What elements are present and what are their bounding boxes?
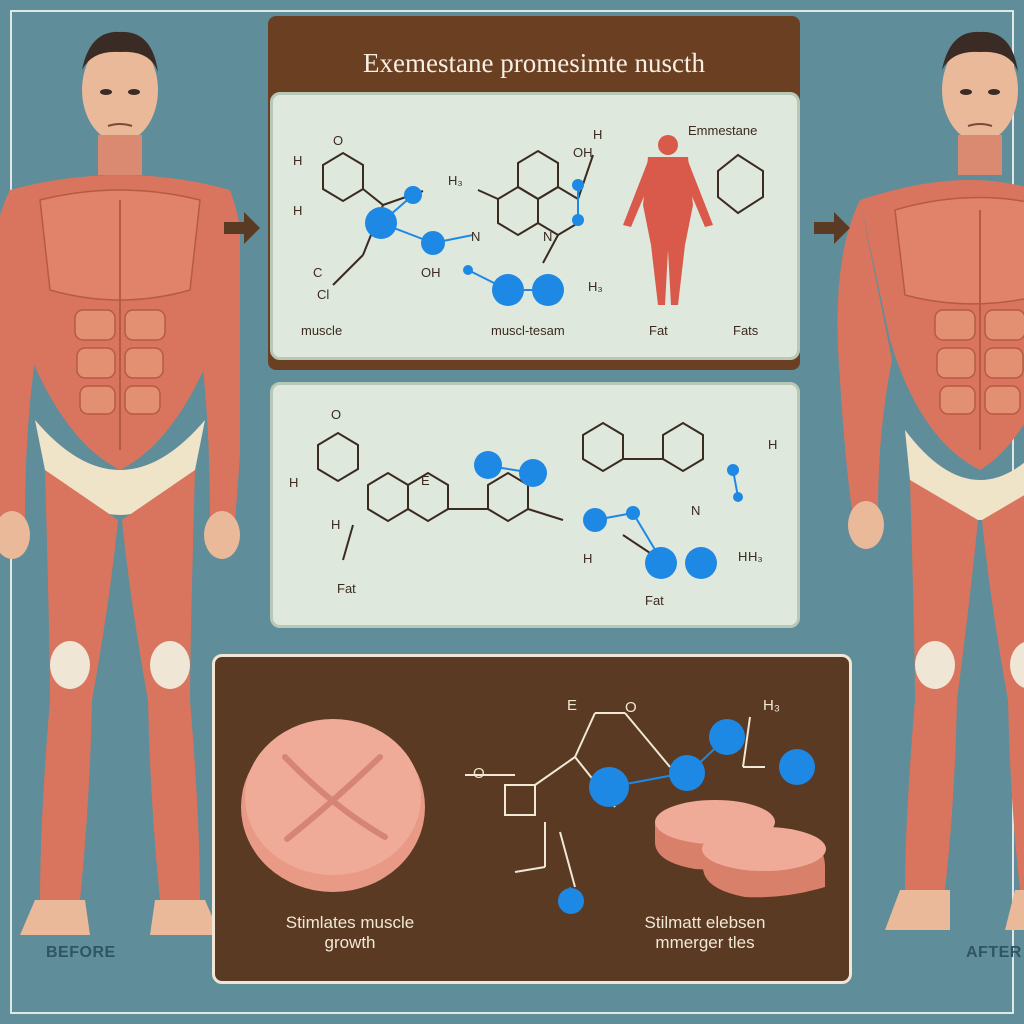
atom-label: OH xyxy=(573,145,593,160)
caption-left: Stimlates muscle growth xyxy=(285,913,415,953)
atom-label: H xyxy=(289,475,299,490)
after-label: AFTER xyxy=(966,944,1022,961)
label-fat: Fat xyxy=(337,581,356,596)
atom-label: H xyxy=(331,517,341,532)
before-body-figure xyxy=(0,31,240,935)
atom-label: E xyxy=(567,697,578,714)
atom-label: H₃ xyxy=(748,549,763,564)
arrow-right-icon xyxy=(814,212,850,244)
atom-label: N xyxy=(543,229,553,244)
atom-label: H xyxy=(583,551,593,566)
tablet-illustration xyxy=(241,712,826,914)
page-title: Exemestane promesimte nuscth xyxy=(363,48,705,78)
atom-label: O xyxy=(333,133,344,148)
atom-label: H xyxy=(293,153,303,168)
atom-label: H xyxy=(738,549,748,564)
label-fat: Fat xyxy=(645,593,664,608)
arrow-right-icon xyxy=(224,212,260,244)
before-label: BEFORE xyxy=(46,944,116,961)
atom-label: O xyxy=(625,699,637,716)
molecule-diagram xyxy=(322,135,764,306)
label-muscle: muscle xyxy=(301,323,343,338)
atom-label: Cl xyxy=(317,287,330,302)
atom-label: H xyxy=(293,203,303,218)
label-fat: Fat xyxy=(649,323,668,338)
atom-label: O xyxy=(331,407,342,422)
molecule-panel-top: muscle muscl-tesam Fat Fats Emmestane H … xyxy=(270,92,800,360)
atom-label: OH xyxy=(421,265,441,280)
atom-label: N xyxy=(691,503,701,518)
atom-label: E xyxy=(421,473,430,488)
atom-label: C xyxy=(313,265,323,280)
caption-right: Stilmatt elebsen mmerger tles xyxy=(644,913,766,953)
atom-label: N xyxy=(471,229,481,244)
atom-label: O xyxy=(473,765,485,782)
atom-label: H₃ xyxy=(448,173,463,188)
label-emmestane: Emmestane xyxy=(688,123,758,138)
tablet-panel: E O O H₃ Stimlates muscle growth Stilmat… xyxy=(212,654,852,984)
label-muscle-tissue: muscl-tesam xyxy=(491,323,565,338)
molecule-diagram xyxy=(317,421,743,579)
atom-label: H₃ xyxy=(588,279,603,294)
molecule-panel-middle: Fat Fat O H H E H H H N H₃ xyxy=(270,382,800,628)
atom-label: H xyxy=(593,127,603,142)
atom-label: H₃ xyxy=(763,697,780,714)
atom-label: H xyxy=(768,437,778,452)
after-body-figure xyxy=(837,31,1024,930)
label-fats: Fats xyxy=(733,323,759,338)
